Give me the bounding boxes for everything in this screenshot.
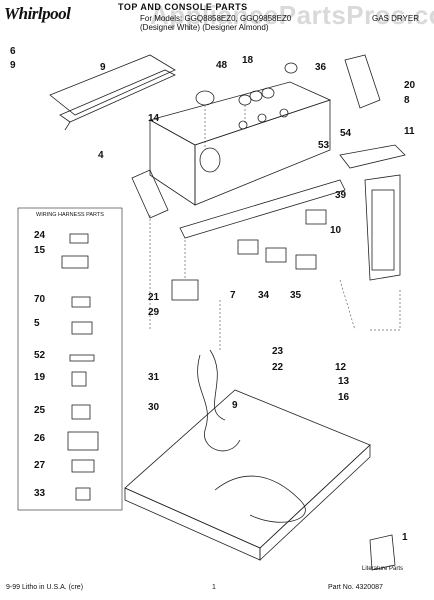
footer-litho: 9-99 Litho in U.S.A. (cre) bbox=[6, 584, 84, 591]
switch-39 bbox=[305, 209, 327, 225]
callout-9a: 9 bbox=[10, 60, 16, 71]
console-face bbox=[194, 99, 331, 206]
callout-21: 21 bbox=[148, 292, 160, 303]
callout-20: 20 bbox=[404, 80, 416, 91]
callout-33: 33 bbox=[34, 488, 46, 499]
callout-26: 26 bbox=[34, 433, 46, 444]
switch-35 bbox=[295, 254, 317, 270]
callout-30: 30 bbox=[148, 402, 160, 413]
callout-4: 4 bbox=[98, 150, 104, 161]
callout-13: 13 bbox=[338, 376, 350, 387]
callout-8: 8 bbox=[404, 95, 410, 106]
callout-36: 36 bbox=[315, 62, 327, 73]
cabinet-top bbox=[124, 389, 371, 549]
harness-box-title: WIRING HARNESS PARTS bbox=[36, 212, 104, 218]
switch-7 bbox=[237, 239, 259, 255]
callout-27: 27 bbox=[34, 460, 46, 471]
callout-35: 35 bbox=[290, 290, 302, 301]
callout-9c: 9 bbox=[232, 400, 238, 411]
page-title: TOP AND CONSOLE PARTS bbox=[118, 2, 248, 12]
end-cap-right-part bbox=[344, 54, 381, 109]
harness-parts-box bbox=[17, 207, 123, 511]
model-line-2: (Designer White) (Designer Almond) bbox=[140, 23, 269, 32]
watermark: AppliancePartsPros.com bbox=[150, 0, 434, 30]
console-rail bbox=[179, 179, 346, 239]
trim-piece-11 bbox=[339, 144, 406, 169]
callout-25: 25 bbox=[34, 405, 46, 416]
product-type: GAS DRYER bbox=[372, 14, 419, 23]
timer-21 bbox=[171, 279, 199, 301]
console-end bbox=[149, 119, 196, 206]
footer-part-number: Part No. 4320087 bbox=[328, 584, 383, 591]
callout-22: 22 bbox=[272, 362, 284, 373]
footer-page-number: 1 bbox=[212, 584, 216, 591]
callout-15: 15 bbox=[34, 245, 46, 256]
callout-24: 24 bbox=[34, 230, 46, 241]
console-panel-10 bbox=[364, 174, 401, 281]
callout-10: 10 bbox=[330, 225, 342, 236]
callout-14: 14 bbox=[148, 113, 160, 124]
callout-54: 54 bbox=[340, 128, 352, 139]
callout-23: 23 bbox=[272, 346, 284, 357]
callout-1: 1 bbox=[402, 532, 408, 543]
callout-5: 5 bbox=[34, 318, 40, 329]
callout-19: 19 bbox=[34, 372, 46, 383]
callout-29: 29 bbox=[148, 307, 160, 318]
rear-bracket-edge bbox=[59, 69, 176, 123]
literature-part bbox=[369, 534, 396, 571]
callout-48: 48 bbox=[216, 60, 228, 71]
callout-12: 12 bbox=[335, 362, 347, 373]
callout-18: 18 bbox=[242, 55, 254, 66]
literature-label: Literature Parts bbox=[362, 566, 404, 572]
callout-39: 39 bbox=[335, 190, 347, 201]
callout-34: 34 bbox=[258, 290, 270, 301]
callout-70: 70 bbox=[34, 294, 46, 305]
callout-53: 53 bbox=[318, 140, 330, 151]
callout-9b: 9 bbox=[100, 62, 106, 73]
callout-31: 31 bbox=[148, 372, 160, 383]
callout-11: 11 bbox=[404, 126, 415, 137]
switch-34 bbox=[265, 247, 287, 263]
brand-logo: Whirlpool bbox=[4, 4, 71, 23]
knob-48 bbox=[195, 90, 215, 106]
console-top bbox=[148, 81, 332, 146]
callout-6: 6 bbox=[10, 46, 16, 57]
rear-bracket-part bbox=[49, 54, 176, 116]
callout-52: 52 bbox=[34, 350, 46, 361]
callout-7: 7 bbox=[230, 290, 236, 301]
wiring-harness bbox=[197, 354, 241, 452]
knob-36 bbox=[284, 62, 298, 74]
model-line-1: For Models: GGQ8858EZ0, GGQ9858EZ0 bbox=[140, 14, 292, 23]
callout-16: 16 bbox=[338, 392, 350, 403]
end-cap-part bbox=[131, 169, 169, 219]
